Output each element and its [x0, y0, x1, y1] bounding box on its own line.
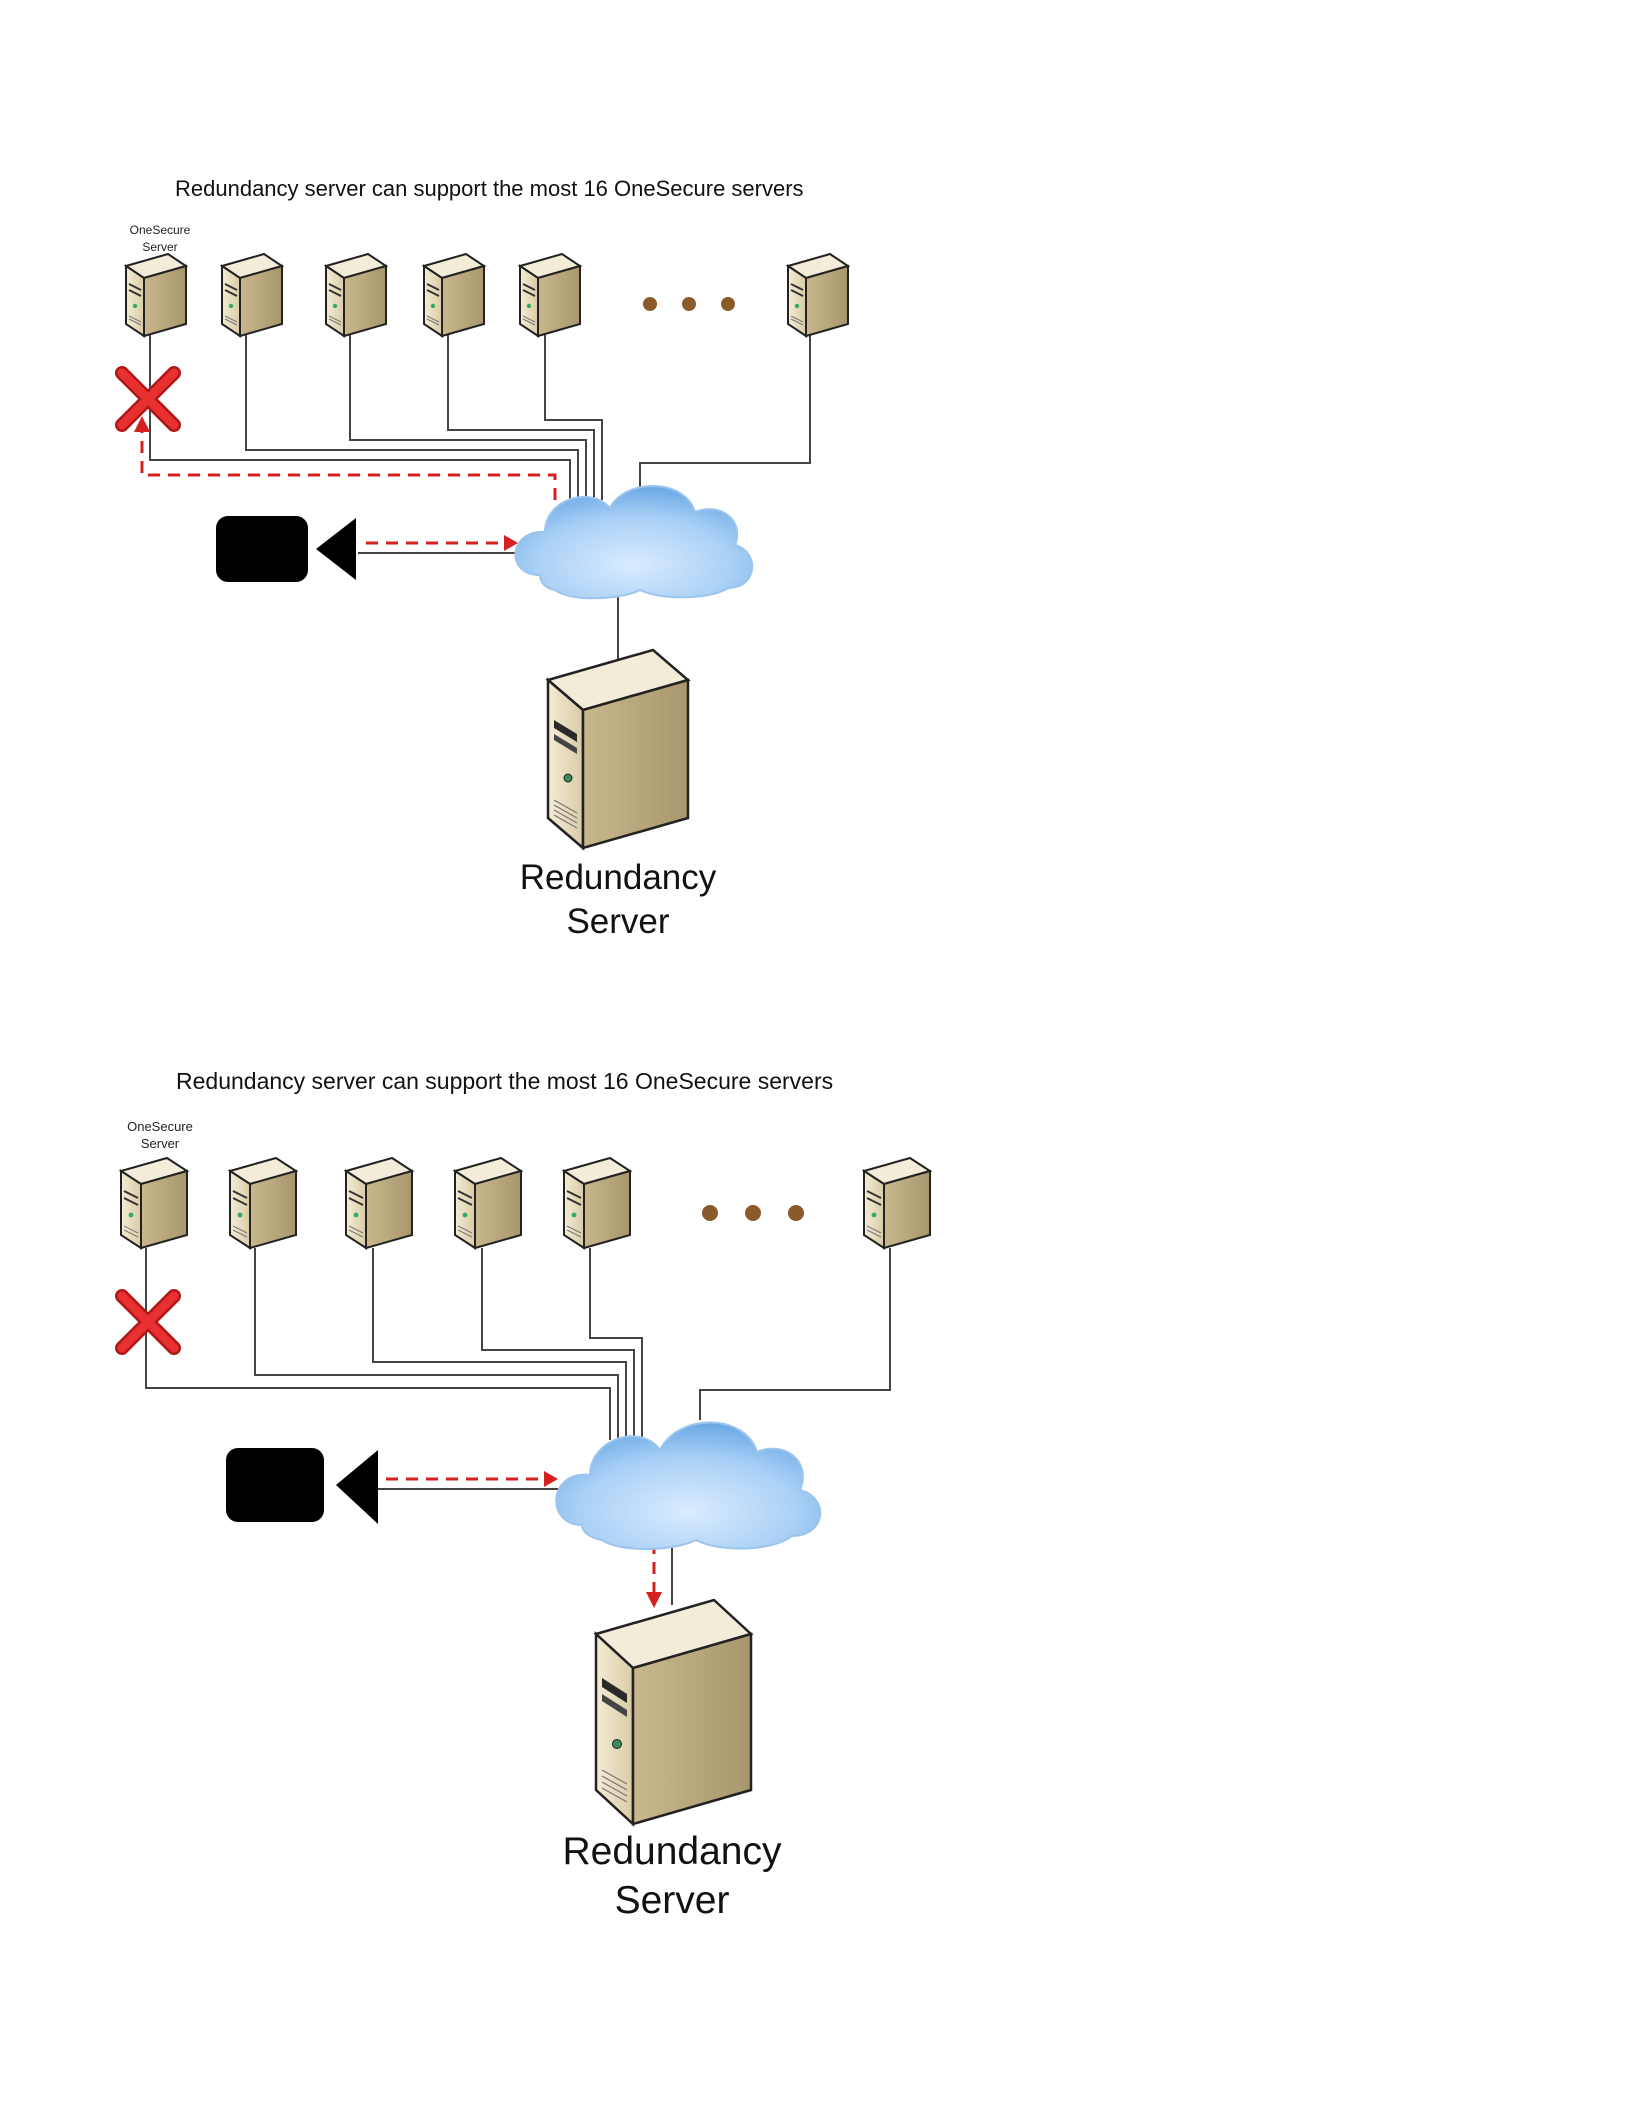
redundancy-server-icon — [596, 1600, 751, 1824]
link-server-4 — [482, 1248, 634, 1440]
link-server-3 — [373, 1248, 626, 1440]
diagram-title: Redundancy server can support the most 1… — [175, 176, 804, 202]
redundancy-server-icon — [548, 650, 688, 848]
diagram-failure-detected: Redundancy server can support the most 1… — [0, 0, 1632, 1000]
network-diagram-canvas — [0, 0, 1632, 1000]
failure-x-icon — [122, 373, 174, 425]
camera-arrowhead — [544, 1471, 558, 1487]
network-diagram-canvas — [0, 1000, 1632, 2112]
link-server-last — [640, 335, 810, 500]
server-icon — [346, 1158, 412, 1248]
network-cloud-icon — [515, 486, 752, 598]
diagram-title: Redundancy server can support the most 1… — [176, 1068, 833, 1095]
redundancy-label-line2: Server — [502, 1877, 842, 1926]
network-cloud-icon — [556, 1422, 820, 1549]
server-icon — [424, 254, 484, 336]
server-icon — [230, 1158, 296, 1248]
failover-arrowhead — [646, 1592, 662, 1608]
link-server-2 — [255, 1248, 618, 1440]
server-icon — [520, 254, 580, 336]
server-icon — [222, 254, 282, 336]
network-links — [150, 330, 810, 660]
server-caption-line1: OneSecure — [127, 1119, 193, 1134]
redundancy-label-line1: Redundancy — [502, 1828, 842, 1877]
video-camera-icon — [226, 1448, 378, 1524]
server-icon — [326, 254, 386, 336]
server-icon — [455, 1158, 521, 1248]
server-icon — [121, 1158, 187, 1248]
link-server-last — [700, 1248, 890, 1420]
redundancy-server-label: Redundancy Server — [502, 1828, 842, 1926]
more-servers-ellipsis — [702, 1205, 804, 1221]
link-server-1 — [146, 1248, 610, 1440]
redundancy-label-line2: Server — [468, 900, 768, 944]
diagram-failover-to-redundancy: Redundancy server can support the most 1… — [0, 1000, 1632, 2112]
server-icon — [788, 254, 848, 336]
more-servers-ellipsis — [643, 297, 735, 311]
server-icon — [126, 254, 186, 336]
server-caption-line2: Server — [141, 1136, 179, 1151]
server-icon — [864, 1158, 930, 1248]
redundancy-server-label: Redundancy Server — [468, 856, 768, 944]
redundancy-label-line1: Redundancy — [468, 856, 768, 900]
server-caption: OneSecure Server — [110, 222, 210, 256]
video-camera-icon — [216, 516, 356, 582]
server-caption-line1: OneSecure — [130, 223, 191, 237]
server-caption-line2: Server — [142, 240, 177, 254]
failure-x-icon — [122, 1296, 174, 1348]
server-caption: OneSecure Server — [110, 1118, 210, 1152]
network-links — [146, 1248, 890, 1605]
failover-arrow-to-failed-server — [142, 432, 555, 520]
server-icon — [564, 1158, 630, 1248]
